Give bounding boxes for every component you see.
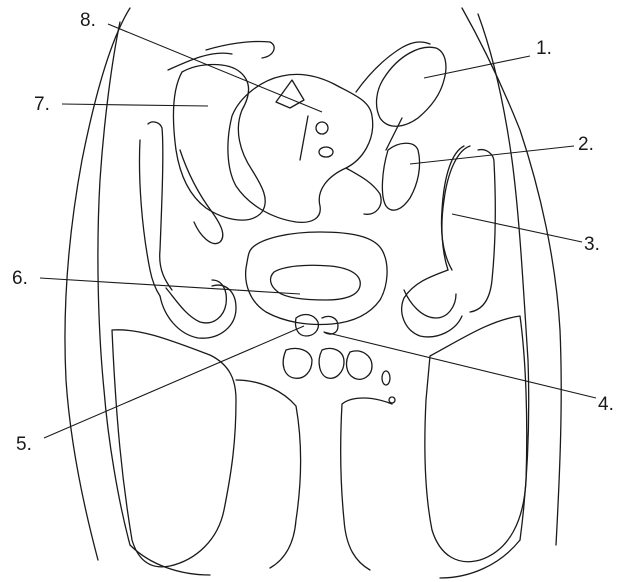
leader-3 bbox=[452, 214, 582, 242]
inner-contour-right bbox=[478, 14, 529, 540]
foramen-notch bbox=[276, 80, 304, 108]
left-thigh-outline bbox=[112, 330, 236, 567]
label-8: 8. bbox=[80, 10, 96, 31]
leader-6 bbox=[40, 278, 300, 294]
foramen-upper bbox=[316, 122, 328, 134]
lower-bone-left bbox=[283, 348, 312, 378]
right-iliac-shape bbox=[377, 47, 446, 126]
central-inner-shape bbox=[271, 265, 361, 300]
leader-1 bbox=[424, 56, 530, 78]
left-leg-inner-line bbox=[236, 380, 301, 568]
right-thigh-outline bbox=[425, 316, 527, 562]
leader-8 bbox=[108, 24, 322, 112]
central-sacral-shape bbox=[228, 74, 373, 222]
label-4: 4. bbox=[598, 394, 614, 415]
left-iliac-shape bbox=[174, 65, 266, 221]
right-leg-inner-line bbox=[341, 398, 392, 570]
label-2: 2. bbox=[578, 134, 594, 155]
leader-7 bbox=[62, 104, 208, 106]
label-6: 6. bbox=[12, 268, 28, 289]
left-wing-lower bbox=[180, 150, 223, 244]
right-femur-shaft bbox=[442, 146, 495, 312]
lower-bone-mid bbox=[319, 349, 344, 379]
body-outline-right bbox=[462, 8, 561, 545]
left-femur-head bbox=[160, 285, 236, 338]
left-leg-lower-line bbox=[130, 545, 210, 575]
leader-5 bbox=[44, 326, 304, 438]
right-femur-head bbox=[402, 270, 462, 337]
label-5: 5. bbox=[16, 434, 32, 455]
left-femur-shaft bbox=[139, 122, 172, 296]
right-obturator bbox=[404, 290, 456, 318]
foramen-lower bbox=[319, 147, 333, 157]
right-wing-lower bbox=[346, 118, 402, 214]
body-outline-left bbox=[65, 8, 130, 560]
lower-bone-right bbox=[347, 351, 372, 379]
central-pelvic-region bbox=[246, 232, 387, 325]
label-1: 1. bbox=[536, 38, 552, 59]
leader-4 bbox=[324, 332, 596, 398]
internal-line bbox=[300, 116, 308, 160]
leader-2 bbox=[410, 146, 574, 164]
label-3: 3. bbox=[584, 234, 600, 255]
small-foramen-right bbox=[382, 371, 390, 385]
right-leg-lower-line bbox=[440, 540, 520, 578]
label-7: 7. bbox=[34, 94, 50, 115]
symphysis-right bbox=[322, 316, 338, 334]
small-foramen-right-lower bbox=[389, 397, 395, 403]
symphysis-shape bbox=[295, 315, 318, 336]
right-acetabular-shape bbox=[382, 143, 419, 210]
